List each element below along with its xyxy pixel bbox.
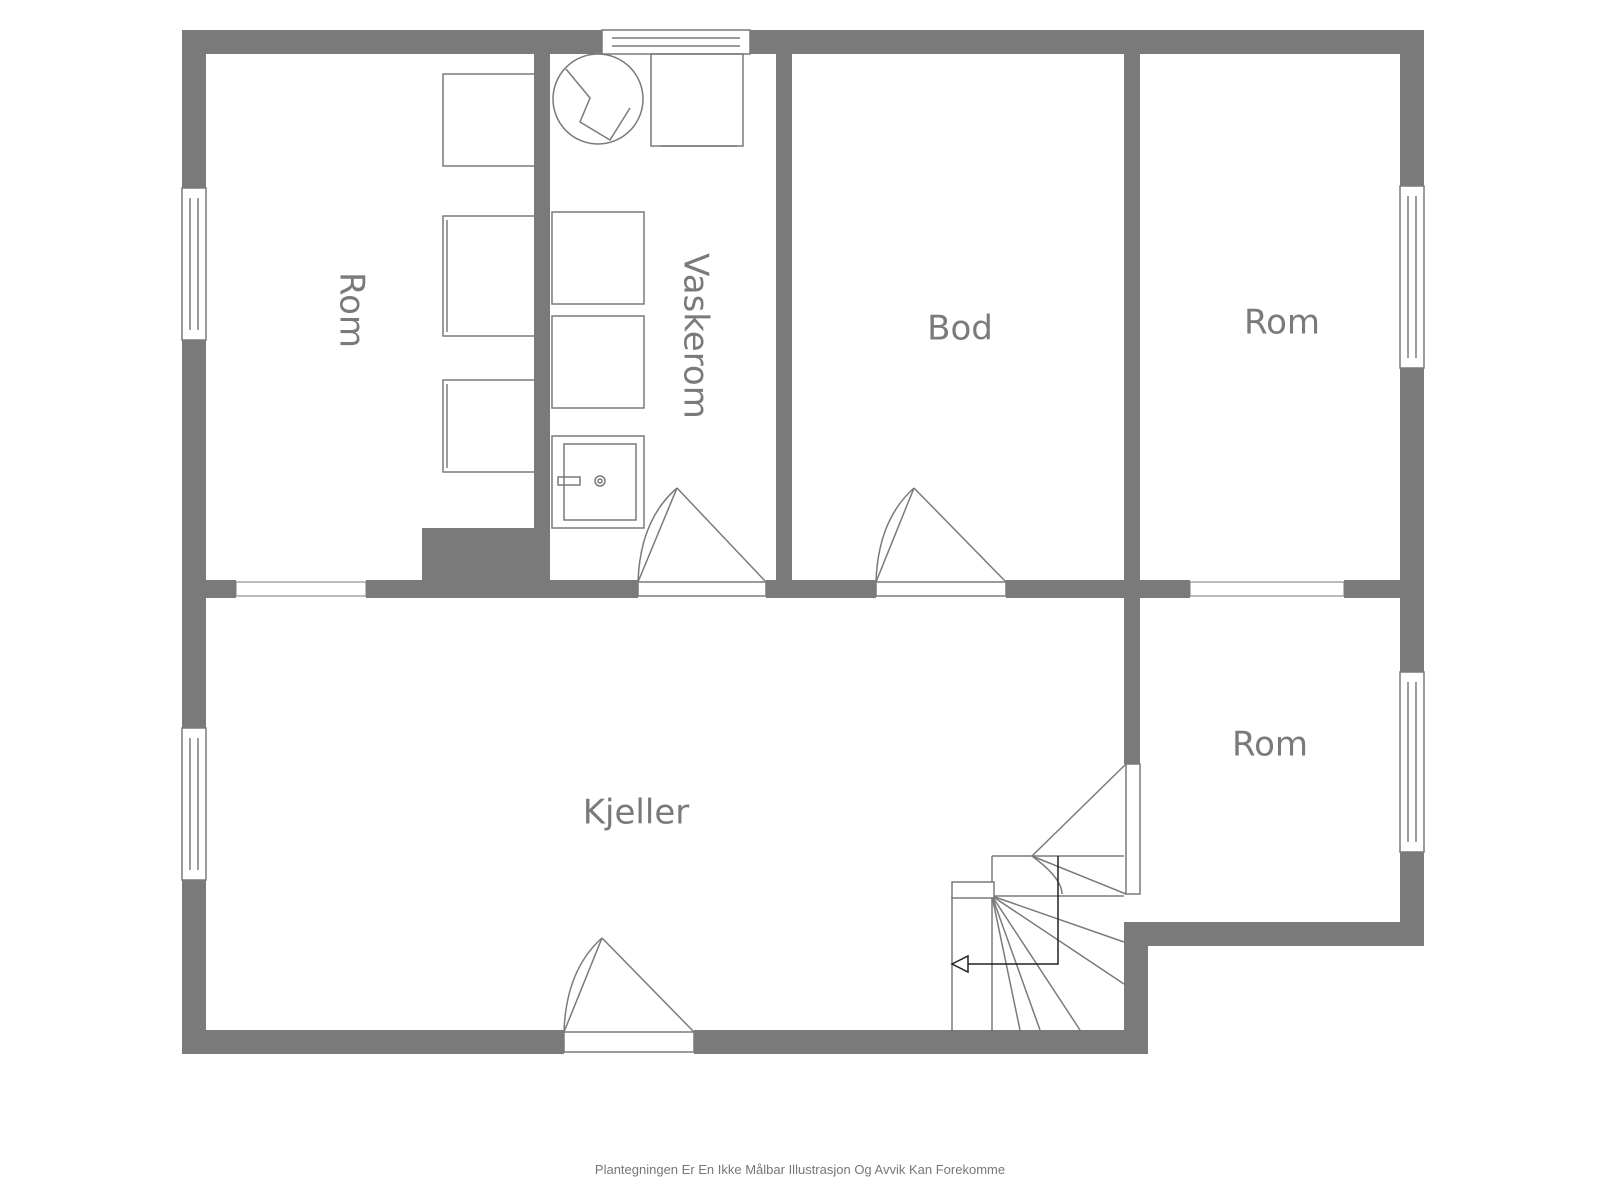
- shelf-2: [442, 215, 536, 337]
- window-left-top: [181, 187, 207, 341]
- window-top: [601, 29, 751, 55]
- room-label-bod: Bod: [927, 309, 993, 349]
- wall-mid-4: [1006, 580, 1190, 598]
- fixtures: [442, 53, 744, 529]
- wall-annex-left: [1124, 922, 1148, 1054]
- dryer: [650, 53, 744, 147]
- opening-rom-left: [235, 581, 367, 597]
- wall-annex-bottom: [1124, 922, 1424, 946]
- wall-right-1: [1400, 30, 1424, 186]
- water-heater-icon: [552, 53, 644, 145]
- wall-bod-rom: [1124, 54, 1140, 764]
- disclaimer-text: Plantegningen Er En Ikke Målbar Illustra…: [594, 1162, 1006, 1177]
- cabinet-1: [551, 211, 645, 305]
- window-left-bottom: [181, 727, 207, 881]
- wall-right-2: [1400, 368, 1424, 672]
- wall-bottom-right: [694, 1030, 1148, 1054]
- door-bod: [875, 487, 1007, 597]
- doors: [563, 487, 1141, 1053]
- wall-left-3: [182, 880, 206, 1054]
- room-label-rom-right-bottom: Rom: [1232, 725, 1308, 765]
- wall-bottom-left: [182, 1030, 564, 1054]
- wall-left-2: [182, 340, 206, 728]
- stair-landing-block: [951, 881, 995, 899]
- window-right-top: [1399, 185, 1425, 369]
- wall-top-left: [182, 30, 602, 54]
- room-label-rom-right-top: Rom: [1244, 303, 1320, 343]
- walls: [182, 30, 1424, 1054]
- sink-icon: [551, 435, 645, 529]
- shelf-3: [442, 379, 536, 473]
- room-label-kjeller: Kjeller: [583, 793, 689, 833]
- room-label-vaskerom: Vaskerom: [676, 253, 716, 419]
- cabinet-2: [551, 315, 645, 409]
- wall-top-right: [750, 30, 1424, 54]
- shelf-1: [442, 73, 536, 167]
- opening-rom-right: [1189, 581, 1345, 597]
- window-right-bottom: [1399, 671, 1425, 853]
- door-vaskerom: [637, 487, 767, 597]
- door-annex: [1031, 763, 1141, 895]
- wall-rom-vaskerom: [534, 54, 550, 598]
- door-entrance: [563, 937, 695, 1053]
- wall-mid-2: [366, 580, 638, 598]
- arrow-head-icon: [950, 954, 969, 974]
- openings: [235, 581, 1345, 597]
- wall-mid-5: [1344, 580, 1400, 598]
- staircase: [950, 855, 1125, 1031]
- wall-mid-1: [206, 580, 236, 598]
- stair-direction-arrow: [966, 856, 1059, 965]
- wall-mid-3: [766, 580, 876, 598]
- windows: [181, 29, 1425, 881]
- wall-left-1: [182, 30, 206, 188]
- room-label-rom-left: Rom: [332, 272, 372, 348]
- wall-vaskerom-bod: [776, 54, 792, 598]
